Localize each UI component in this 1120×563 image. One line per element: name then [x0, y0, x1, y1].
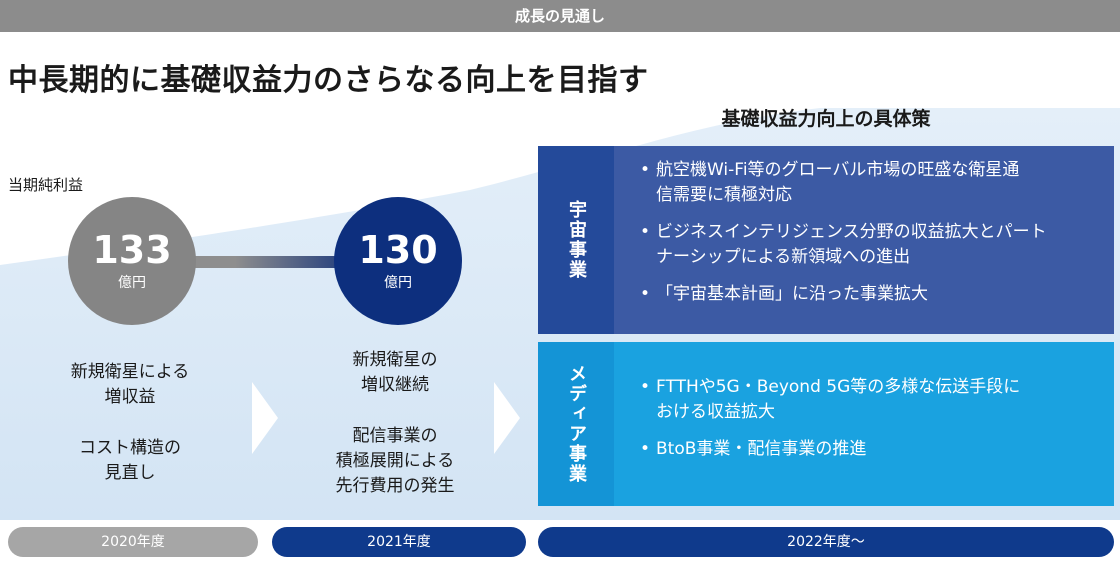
- factor-line: 新規衛星による: [70, 362, 190, 382]
- factor-line: 新規衛星の: [352, 350, 438, 370]
- factor-line: コスト構造の: [79, 438, 181, 458]
- chevron-right-icon: [252, 382, 278, 454]
- circle-connector: [190, 256, 370, 268]
- section-title: 成長の見通し: [514, 7, 605, 25]
- measure-line: ビジネスインテリジェンス分野の収益拡大とパート: [656, 222, 1047, 242]
- chevron-right-icon: [494, 382, 520, 454]
- factor-line: 見直し: [104, 463, 156, 483]
- factors-2020: 新規衛星による 増収益 コスト構造の 見直し: [40, 360, 220, 486]
- media-business-measures: FTTHや5G・Beyond 5G等の多様な伝送手段に おける収益拡大 BtoB…: [614, 342, 1114, 506]
- measure-item: 航空機Wi-Fi等のグローバル市場の旺盛な衛星通 信需要に積極対応: [636, 158, 1114, 208]
- measure-line: 航空機Wi-Fi等のグローバル市場の旺盛な衛星通: [656, 160, 1020, 180]
- measure-item: ビジネスインテリジェンス分野の収益拡大とパート ナーシップによる新領域への進出: [636, 220, 1114, 270]
- measure-line: 信需要に積極対応: [656, 185, 792, 205]
- measure-line: 「宇宙基本計画」に沿った事業拡大: [656, 284, 928, 304]
- section-header-bar: 成長の見通し: [0, 0, 1120, 32]
- factors-2021: 新規衛星の 増収継続 配信事業の 積極展開による 先行費用の発生: [300, 348, 490, 499]
- factor-line: 増収益: [104, 387, 156, 407]
- year-label-2021: 2021年度: [272, 527, 526, 557]
- measure-line: おける収益拡大: [656, 402, 775, 422]
- factor-line: 積極展開による: [335, 451, 455, 471]
- net-income-circle-2021: 130 億円: [334, 197, 462, 325]
- measure-item: BtoB事業・配信事業の推進: [636, 437, 1114, 462]
- measure-line: FTTHや5G・Beyond 5G等の多様な伝送手段に: [656, 377, 1021, 397]
- space-business-measures: 航空機Wi-Fi等のグローバル市場の旺盛な衛星通 信需要に積極対応 ビジネスイン…: [614, 146, 1114, 334]
- page-headline: 中長期的に基礎収益力のさらなる向上を目指す: [8, 63, 649, 98]
- year-label-2020: 2020年度: [8, 527, 258, 557]
- measure-line: ナーシップによる新領域への進出: [656, 247, 911, 267]
- measure-item: 「宇宙基本計画」に沿った事業拡大: [636, 282, 1114, 307]
- measure-item: FTTHや5G・Beyond 5G等の多様な伝送手段に おける収益拡大: [636, 375, 1114, 425]
- net-income-unit: 億円: [384, 275, 412, 291]
- factor-line: 増収継続: [361, 375, 429, 395]
- net-income-label: 当期純利益: [8, 176, 84, 194]
- media-business-label: メディア事業: [538, 342, 614, 506]
- space-business-label: 宇宙事業: [538, 146, 614, 334]
- factor-line: 先行費用の発生: [335, 476, 455, 496]
- year-label-2022-onward: 2022年度～: [538, 527, 1114, 557]
- net-income-circle-2020: 133 億円: [68, 197, 196, 325]
- net-income-value: 133: [92, 228, 172, 272]
- net-income-value: 130: [358, 228, 438, 272]
- net-income-unit: 億円: [118, 275, 146, 291]
- space-business-panel: 宇宙事業 航空機Wi-Fi等のグローバル市場の旺盛な衛星通 信需要に積極対応 ビ…: [538, 146, 1114, 334]
- measures-title: 基礎収益力向上の具体策: [721, 108, 931, 130]
- factor-line: 配信事業の: [352, 426, 438, 446]
- measure-line: BtoB事業・配信事業の推進: [656, 439, 867, 459]
- media-business-panel: メディア事業 FTTHや5G・Beyond 5G等の多様な伝送手段に おける収益…: [538, 342, 1114, 506]
